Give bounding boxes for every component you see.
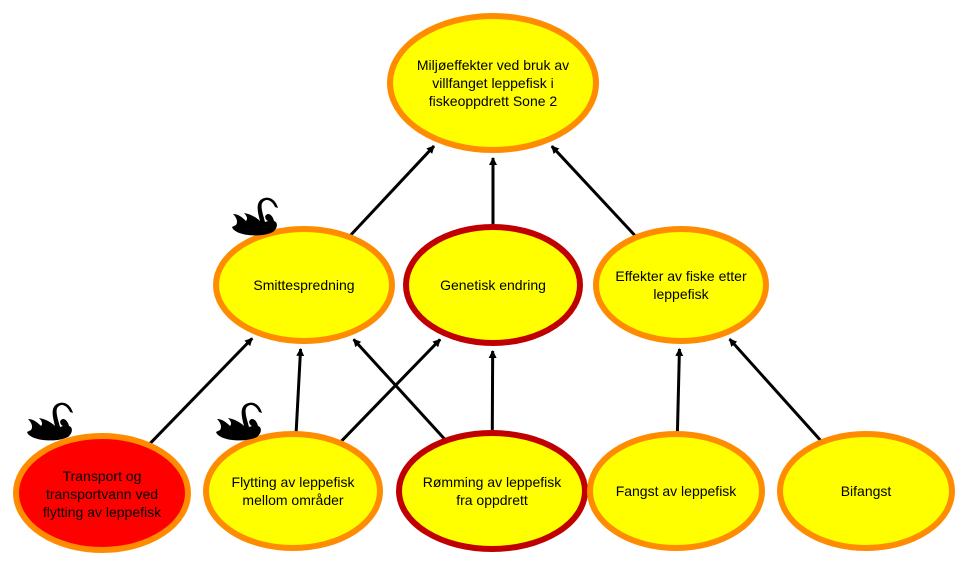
arrow-romming-to-smitte xyxy=(352,338,448,442)
black-swan-icon-flytting xyxy=(216,402,262,441)
smittespredning-node-shape xyxy=(213,226,395,344)
smittespredning-node-label: Smittespredning xyxy=(253,277,355,293)
romming-node-label: Rømming av leppefisk fra oppdrett xyxy=(422,474,562,508)
edge-layer xyxy=(147,145,824,447)
arrow-bifangst-to-effekter xyxy=(728,338,824,444)
arrow-effekter-to-root xyxy=(550,145,638,239)
transport-node-shape xyxy=(13,433,191,553)
node-layer xyxy=(13,13,955,553)
arrow-transport-to-smitte xyxy=(147,337,254,447)
effekter-node-label: Effekter av fiske etter leppefisk xyxy=(615,268,747,302)
black-swan-icon-smittespredning xyxy=(232,197,278,236)
effekter-node-shape xyxy=(593,226,769,344)
fangst-node-label: Fangst av leppefisk xyxy=(615,483,737,499)
black-swan-icon-transport xyxy=(27,402,73,441)
genetisk-endring-node-shape xyxy=(403,224,583,346)
arrow-flytting-to-genetisk xyxy=(338,338,442,444)
genetisk-endring-node-label: Genetisk endring xyxy=(440,277,546,293)
root-node-shape xyxy=(387,13,599,153)
bifangst-node-shape xyxy=(777,431,955,551)
root-node-label: Miljøeffekter ved bruk av villfanget lep… xyxy=(416,57,570,109)
fangst-node-shape xyxy=(587,431,765,551)
arrow-fangst-to-effekter xyxy=(675,347,684,435)
flytting-node-label: Flytting av leppefisk mellom områder xyxy=(231,474,355,508)
arrow-smitte-to-root xyxy=(347,145,436,238)
arrow-flytting-to-smitte xyxy=(294,347,305,435)
flytting-node-shape xyxy=(203,431,383,551)
transport-node-label: Transport og transportvann ved flytting … xyxy=(42,468,162,520)
romming-node-shape xyxy=(396,430,588,552)
bifangst-node-label: Bifangst xyxy=(840,483,892,499)
